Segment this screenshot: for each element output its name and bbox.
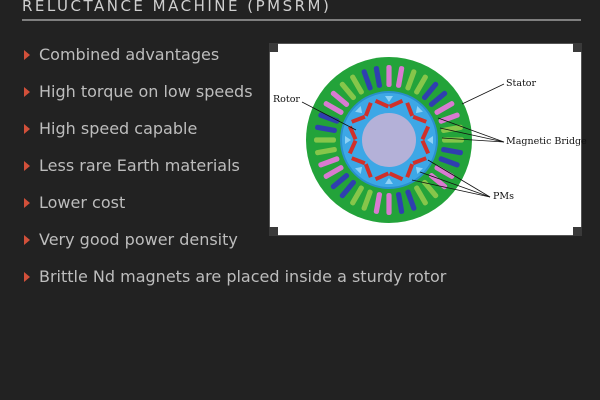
stator-slot	[318, 112, 340, 124]
bullet-arrow-icon	[24, 50, 30, 60]
stator-slot	[395, 192, 405, 214]
rotor-magnet	[363, 102, 373, 117]
stator-slot	[323, 165, 344, 179]
stator-slot	[361, 189, 373, 211]
magnetic-bridge	[427, 136, 433, 144]
bullet-text: High torque on low speeds	[39, 82, 253, 101]
stator-label: Stator	[506, 78, 537, 89]
stator-slot	[405, 189, 417, 211]
stator-slot	[428, 90, 448, 108]
bullet-text: Brittle Nd magnets are placed inside a s…	[39, 267, 447, 286]
stator-slot	[405, 69, 417, 91]
bullet-text: Less rare Earth materials	[39, 156, 240, 175]
stator-slot	[339, 81, 357, 101]
motor-cross-section-figure: Rotor Stator Magnetic Bridge PMs	[269, 43, 587, 236]
frame-corner	[269, 43, 278, 52]
stator-slot	[421, 81, 439, 101]
bullet-text: Combined advantages	[39, 45, 220, 64]
frame-corner	[573, 43, 582, 52]
stator-slot	[441, 146, 463, 156]
stator-slot	[350, 74, 364, 95]
frame-corner	[269, 227, 278, 236]
stator-slot	[386, 65, 392, 87]
rotor-magnet	[348, 139, 358, 155]
rotor-magnet	[405, 102, 415, 117]
rotor-magnet	[412, 156, 427, 166]
rotor-magnet	[374, 99, 390, 109]
stator-slot	[330, 90, 350, 108]
magnetic-bridge	[415, 106, 423, 114]
magnetic-bridge-label: Magnetic Bridge	[506, 136, 587, 147]
bullet-arrow-icon	[24, 198, 30, 208]
bullet-arrow-icon	[24, 124, 30, 134]
rotor-magnet	[374, 171, 390, 181]
magnetic-bridge	[415, 166, 423, 174]
title-divider	[22, 19, 581, 21]
bullet-text: High speed capable	[39, 119, 198, 138]
stator-slot	[315, 146, 337, 156]
rotor-magnet	[348, 125, 358, 141]
magnetic-bridge	[385, 96, 393, 102]
rotor-magnet	[405, 163, 415, 178]
stator-slot	[330, 172, 350, 190]
rotor-magnet	[388, 171, 404, 181]
stator-slot	[314, 137, 336, 143]
magnetic-bridge	[345, 136, 351, 144]
stator-slot	[361, 69, 373, 91]
motor-diagram	[301, 57, 505, 223]
rotor-magnet	[420, 125, 430, 141]
stator-slot	[339, 179, 357, 199]
stator-slot	[434, 101, 455, 115]
permanent-magnets	[345, 96, 433, 184]
stator-slot	[323, 101, 344, 115]
stator-slot	[395, 66, 405, 88]
rotor-magnet	[420, 139, 430, 155]
rotor-magnet	[351, 156, 366, 166]
rotor-shaft	[362, 113, 416, 167]
stator-slot	[414, 185, 428, 206]
stator-slot	[318, 156, 340, 168]
stator-slot	[373, 192, 383, 214]
leader-lines	[301, 83, 505, 198]
rotor-magnet	[363, 163, 373, 178]
magnetic-bridge	[355, 106, 363, 114]
bullet-text: Lower cost	[39, 193, 126, 212]
stator-slot	[350, 185, 364, 206]
stator-slot	[414, 74, 428, 95]
stator-slot	[441, 124, 463, 134]
bullet-arrow-icon	[24, 87, 30, 97]
stator-slot	[386, 193, 392, 215]
rotor-magnet	[351, 114, 366, 124]
rotor-magnet	[412, 114, 427, 124]
magnetic-bridge	[385, 178, 393, 184]
magnetic-bridge	[355, 166, 363, 174]
stator-slot	[373, 66, 383, 88]
bullet-arrow-icon	[24, 235, 30, 245]
rotor-label: Rotor	[273, 94, 300, 105]
slide-title: RELUCTANCE MACHINE (PMSRM)	[22, 0, 332, 15]
stator-slot	[315, 124, 337, 134]
bullet-arrow-icon	[24, 161, 30, 171]
stator-slot	[421, 179, 439, 199]
stator-slot	[438, 112, 460, 124]
stator-slot	[438, 156, 460, 168]
bullet-arrow-icon	[24, 272, 30, 282]
stator-slot	[434, 165, 455, 179]
rotor-magnet	[388, 99, 404, 109]
pms-label: PMs	[493, 191, 514, 202]
frame-corner	[573, 227, 582, 236]
bullet-text: Very good power density	[39, 230, 238, 249]
